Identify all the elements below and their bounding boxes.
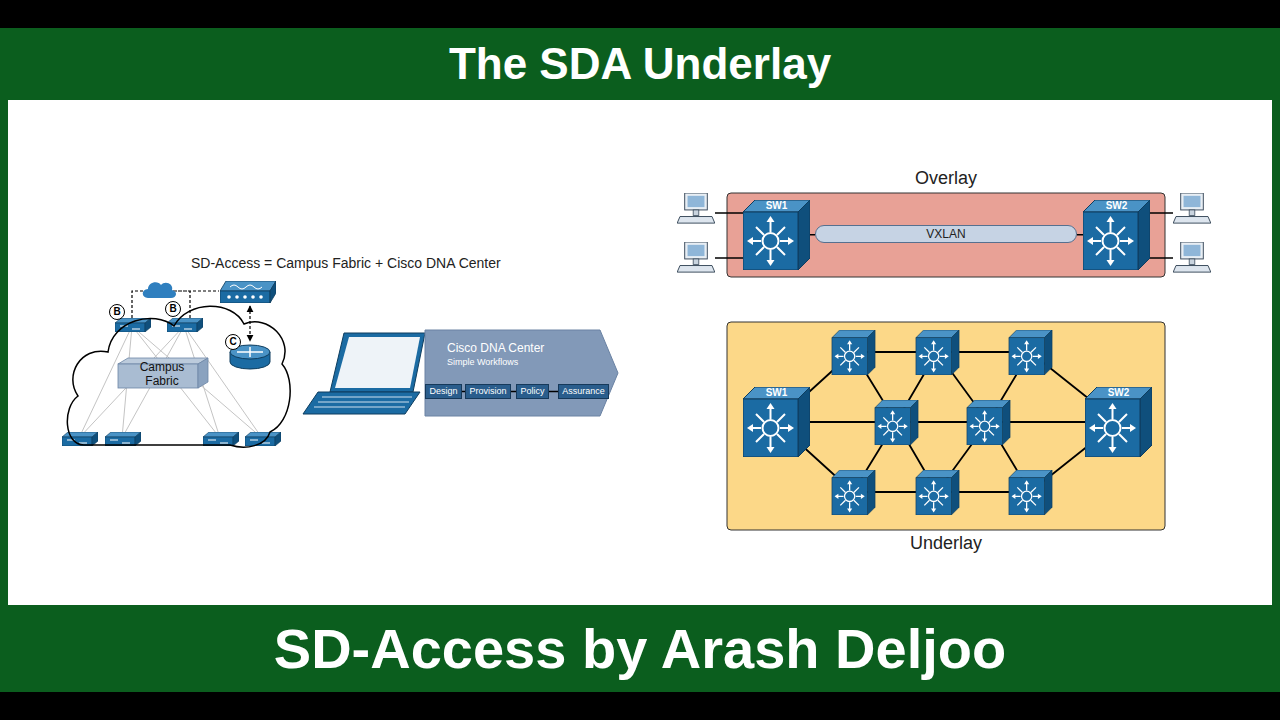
overlay-ground	[727, 193, 1165, 277]
dna-appliance	[220, 281, 276, 303]
title-text: The SDA Underlay	[449, 39, 831, 89]
overlay-panel: OverlaySW1VXLANSW2	[727, 193, 1165, 277]
node-text: Simple Workflows	[447, 357, 618, 368]
switch-cube	[1085, 387, 1152, 457]
workflow-box: Provision	[465, 384, 511, 399]
workflow-box: Design	[425, 384, 462, 399]
switch-cube	[743, 387, 810, 457]
node-text: Design	[429, 386, 457, 397]
node-text: Underlay	[727, 533, 1165, 553]
campus-switches	[62, 318, 281, 446]
connector-line	[549, 391, 558, 393]
node-text: B	[169, 303, 176, 315]
connector-line	[1077, 234, 1083, 236]
switch-cube	[743, 200, 810, 270]
campus-mesh	[79, 326, 262, 438]
cloud-icon	[143, 282, 176, 298]
cloud-outline	[67, 306, 290, 447]
label-text: SD-Access = Campus Fabric + Cisco DNA Ce…	[191, 254, 501, 272]
node-text: SW1	[743, 387, 810, 399]
switch-icon: SW2	[1085, 387, 1152, 457]
underlay-panel: UnderlaySW1SW2	[727, 322, 1165, 530]
underlay-ground	[727, 322, 1165, 530]
footer-band: SD-Access by Arash Deljoo	[0, 605, 1280, 692]
border-badge: B	[109, 304, 125, 320]
switch-cube	[1083, 200, 1150, 270]
node-text: VXLAN	[926, 227, 965, 241]
arrow-outline	[425, 330, 618, 416]
control-badge: C	[225, 334, 241, 350]
node-text: B	[113, 306, 120, 318]
hosts	[677, 193, 1211, 272]
switch-icon: SW2	[1083, 200, 1150, 270]
dna-center-arrow: Cisco DNA CenterSimple WorkflowsDesign Pr…	[425, 330, 618, 416]
node-text: C	[229, 336, 236, 348]
switch-icon: SW1	[743, 387, 810, 457]
fabric-platform	[198, 358, 208, 388]
workflow-box: Policy	[516, 384, 549, 399]
workflow-box: Assurance	[558, 384, 609, 399]
node-text: Policy	[520, 386, 544, 397]
node-text: SW2	[1083, 200, 1150, 212]
node-text: Cisco DNA Center	[447, 341, 618, 355]
laptop-icon	[303, 333, 425, 414]
node-text: SW2	[1085, 387, 1152, 399]
caption-text: SD-Access by Arash Deljoo	[274, 618, 1006, 680]
switch-icon: SW1	[743, 200, 810, 270]
underlay-switches	[832, 330, 1052, 515]
node-text: Provision	[469, 386, 506, 397]
node-text: Assurance	[562, 386, 605, 397]
border-badge: B	[165, 301, 181, 317]
vxlan-tunnel: VXLAN	[815, 225, 1077, 243]
node-text: Campus Fabric	[131, 360, 193, 388]
header-band: The SDA Underlay	[0, 28, 1280, 100]
node-text: SW1	[743, 200, 810, 212]
node-text: Overlay	[727, 168, 1165, 188]
